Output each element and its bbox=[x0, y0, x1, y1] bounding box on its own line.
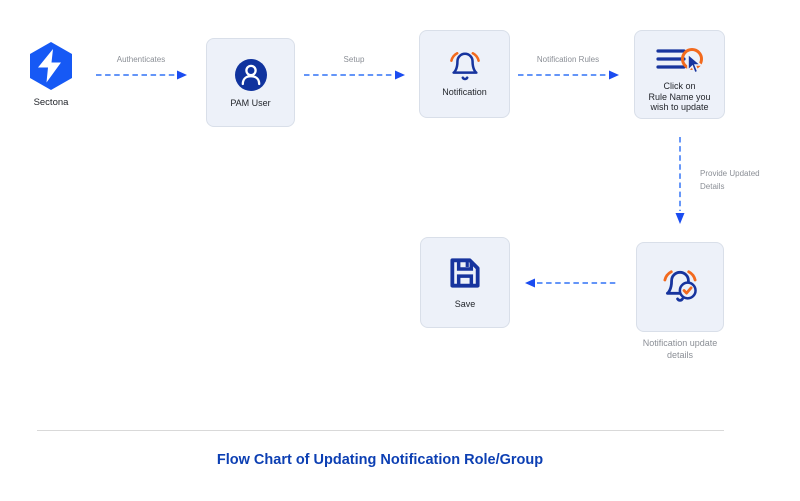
node-notification-update-label: Notification update details bbox=[642, 338, 718, 360]
node-save-label: Save bbox=[454, 299, 476, 309]
arrow-notification-rules-label: Notification Rules bbox=[536, 55, 600, 64]
divider-line bbox=[37, 430, 724, 431]
node-pam-user-label: PAM User bbox=[230, 98, 271, 108]
arrow-setup: Setup bbox=[303, 55, 405, 81]
sectona-logo-group: Sectona bbox=[11, 42, 91, 108]
dashed-right-arrow-icon bbox=[518, 70, 619, 80]
node-click-rule-label: Click on Rule Name you wish to update bbox=[648, 81, 711, 112]
arrow-authenticates-label: Authenticates bbox=[116, 55, 166, 64]
page-title: Flow Chart of Updating Notification Role… bbox=[216, 452, 544, 468]
node-notification-label: Notification bbox=[442, 87, 487, 97]
arrow-setup-label: Setup bbox=[343, 55, 365, 64]
arrow-notification-rules: Notification Rules bbox=[517, 55, 619, 81]
node-click-rule: Click on Rule Name you wish to update bbox=[634, 30, 725, 119]
node-notification-update bbox=[636, 242, 724, 332]
dashed-right-arrow-icon bbox=[96, 70, 187, 80]
sectona-label: Sectona bbox=[33, 97, 69, 108]
floppy-save-icon bbox=[450, 258, 480, 288]
node-save: Save bbox=[420, 237, 510, 328]
arrow-authenticates: Authenticates bbox=[95, 55, 187, 81]
bell-icon bbox=[449, 52, 480, 81]
list-click-cursor-icon bbox=[655, 48, 703, 75]
sectona-hexagon-lightning-icon bbox=[30, 42, 72, 90]
user-circle-icon bbox=[234, 59, 267, 91]
node-notification: Notification bbox=[419, 30, 510, 118]
node-pam-user: PAM User bbox=[206, 38, 295, 127]
arrow-to-save bbox=[525, 278, 616, 288]
arrow-provide-details bbox=[675, 137, 685, 224]
dashed-right-arrow-icon bbox=[304, 70, 405, 80]
bell-check-icon bbox=[663, 270, 697, 302]
arrow-provide-details-label: Provide Updated Details bbox=[700, 169, 760, 191]
